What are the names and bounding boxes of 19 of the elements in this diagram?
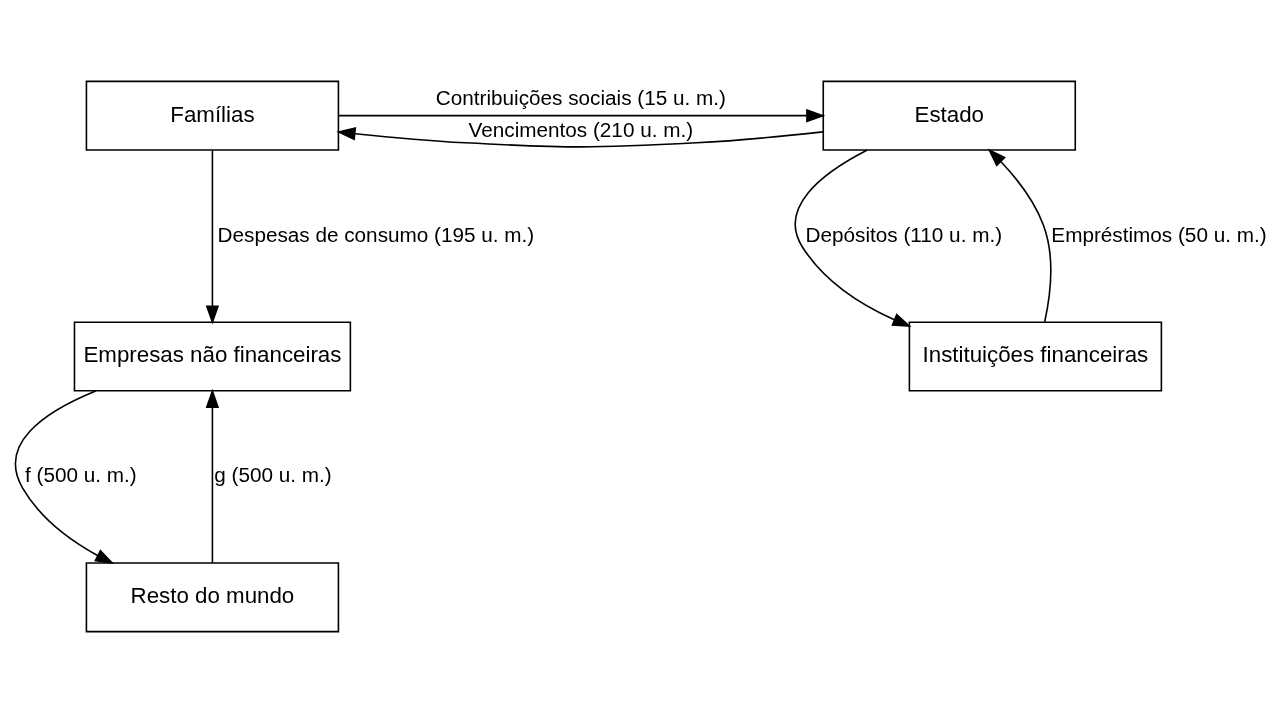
arrow — [794, 149, 912, 327]
edge-label: Depósitos (110 u. m.) — [805, 222, 1003, 246]
arrow — [987, 148, 1052, 323]
arrow — [205, 149, 220, 325]
node-box: Instituições financeiras — [908, 321, 1163, 392]
node-box: Estado — [822, 80, 1077, 151]
arrow — [337, 108, 826, 123]
node-box: Resto do mundo — [85, 562, 340, 633]
arrow — [14, 390, 115, 565]
edge-label: Vencimentos (210 u. m.) — [468, 118, 694, 142]
edge-label: g (500 u. m.) — [214, 463, 332, 487]
edge-label: f (500 u. m.) — [25, 463, 137, 487]
arrow — [205, 388, 220, 564]
arrow — [336, 127, 824, 148]
node-box: Empresas não financeiras — [73, 321, 352, 392]
edge-label: Contribuições sociais (15 u. m.) — [435, 86, 726, 110]
edge-label: Despesas de consumo (195 u. m.) — [217, 222, 535, 246]
node-box: Famílias — [85, 80, 340, 151]
edge-label: Empréstimos (50 u. m.) — [1051, 222, 1267, 246]
